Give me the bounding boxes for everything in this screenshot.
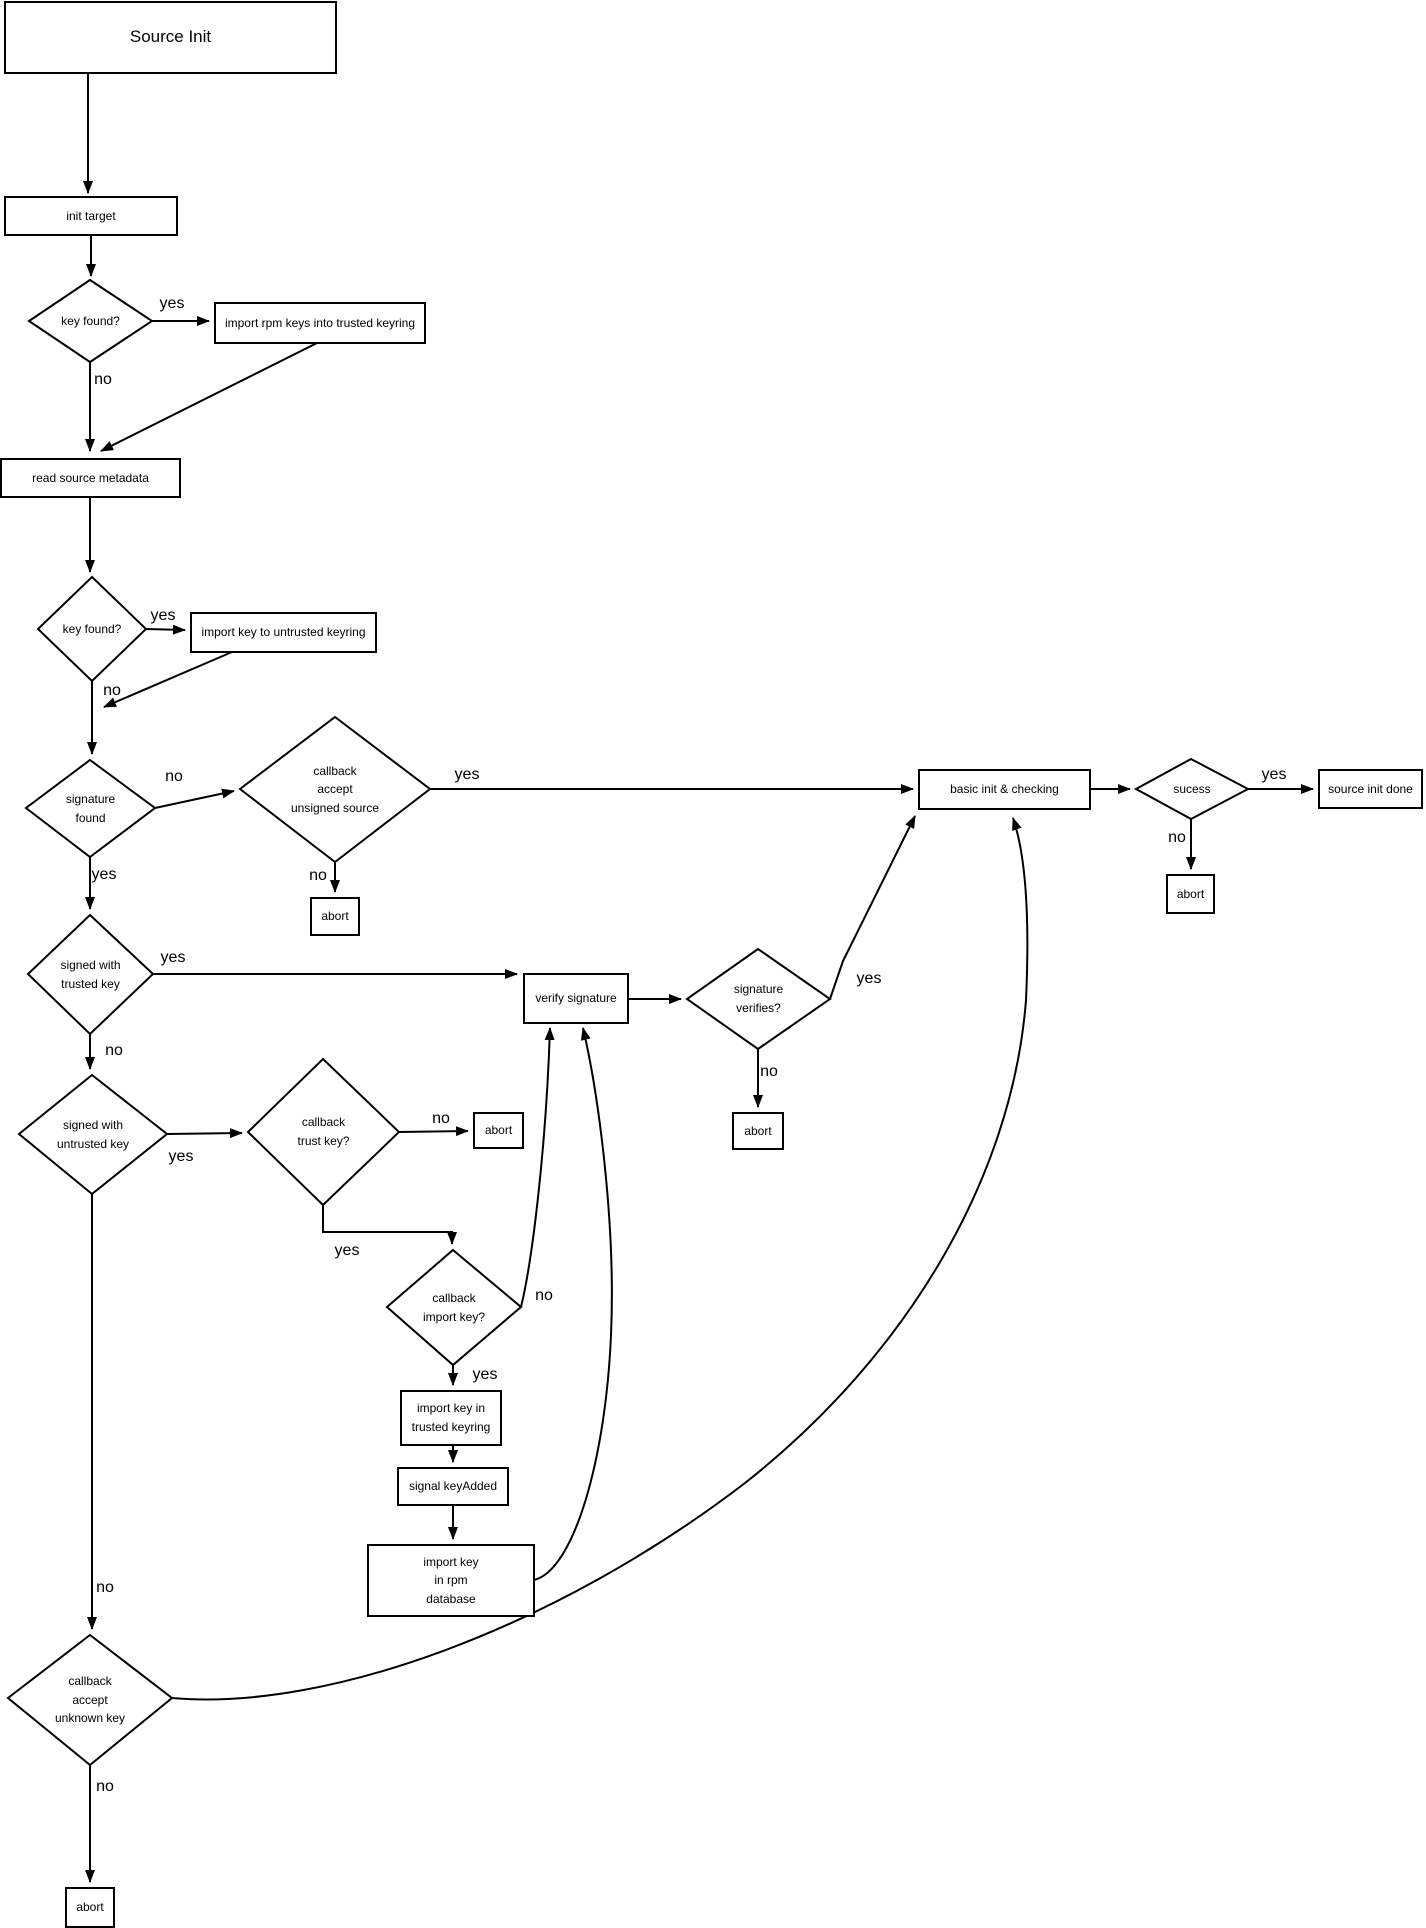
edge-callbacktrust-callbackimport-yes xyxy=(322,1205,457,1245)
edge-signeduntrusted-callbacktrust-yes xyxy=(166,1128,243,1139)
abort-unsigned-box xyxy=(310,897,360,936)
abort-sucess-box xyxy=(1166,874,1215,914)
signature-verifies-diamond xyxy=(685,947,832,1051)
edge-label-signedtrusted-no: no xyxy=(105,1042,123,1059)
callback-unknown-diamond xyxy=(6,1633,174,1767)
abort-final-box xyxy=(65,1887,115,1928)
edge-label-signaturefound-yes: yes xyxy=(91,866,117,883)
callback-trust-diamond xyxy=(246,1057,401,1207)
edge-label-callbacktrust-no: no xyxy=(432,1110,450,1127)
edge-signatureverifies-basicinit-yes xyxy=(829,815,916,1000)
edge-label-sucess-no: no xyxy=(1168,829,1186,846)
edge-label-signeduntrusted-yes: yes xyxy=(168,1148,194,1165)
import-key-untrusted-box xyxy=(190,612,377,653)
verify-signature-box xyxy=(523,973,629,1024)
edge-signaturefound-callbackunsigned-no xyxy=(154,788,235,809)
edge-label-sucess-yes: yes xyxy=(1261,766,1287,783)
signed-trusted-diamond xyxy=(26,913,155,1036)
edges xyxy=(83,73,1314,1883)
edge-label-keyfound2-no: no xyxy=(103,682,121,699)
edge-importkeyuntrusted-signaturefound xyxy=(103,651,233,708)
read-source-metadata-box xyxy=(0,458,181,498)
edge-label-callbackunsigned-yes: yes xyxy=(454,766,480,783)
signed-untrusted-diamond xyxy=(17,1073,169,1196)
edge-label-callbackimport-no: no xyxy=(535,1287,553,1304)
edge-label-keyfound1-no: no xyxy=(94,371,112,388)
edge-label-callbackimport-yes: yes xyxy=(472,1366,498,1383)
source-init-done-box xyxy=(1318,769,1423,809)
edge-label-signatureverifies-yes: yes xyxy=(856,970,882,987)
key-found-2-diamond xyxy=(36,575,148,683)
edge-label-callbacktrust-yes: yes xyxy=(334,1242,360,1259)
edge-label-signeduntrusted-no: no xyxy=(96,1579,114,1596)
signature-found-diamond xyxy=(24,758,157,859)
edge-callbackimport-verifysignature-no xyxy=(520,1027,555,1308)
init-target-box xyxy=(4,196,178,236)
import-rpm-keys-box xyxy=(214,302,426,344)
import-key-rpm-db-box xyxy=(367,1544,535,1617)
edge-importrpmkeys-readmetadata xyxy=(100,342,318,452)
edge-label-signedtrusted-yes: yes xyxy=(160,949,186,966)
callback-import-diamond xyxy=(385,1248,523,1367)
basic-init-box xyxy=(918,769,1091,810)
edge-label-signatureverifies-no: no xyxy=(760,1063,778,1080)
sucess-diamond xyxy=(1133,757,1251,821)
edge-callbackunknown-basicinit xyxy=(171,817,1029,1701)
abort-trust-box xyxy=(473,1112,524,1149)
edge-importkeyrpmdb-verifysignature xyxy=(533,1027,613,1581)
edge-label-keyfound2-yes: yes xyxy=(150,607,176,624)
edge-label-callbackunsigned-no: no xyxy=(309,867,327,884)
import-key-trusted-box xyxy=(400,1390,502,1446)
edge-label-signaturefound-no: no xyxy=(165,768,183,785)
key-found-1-diamond xyxy=(27,278,154,364)
edge-callbacktrust-abort-no xyxy=(398,1126,469,1137)
abort-verifies-box xyxy=(732,1112,784,1150)
edge-label-callbackunknown-no: no xyxy=(96,1778,114,1795)
signal-keyadded-box xyxy=(397,1467,509,1506)
edge-label-keyfound1-yes: yes xyxy=(159,295,185,312)
source-init-box xyxy=(4,1,337,74)
edge-keyfound2-importkeyuntrusted-yes xyxy=(145,624,186,635)
callback-accept-unsigned-diamond xyxy=(238,715,432,864)
